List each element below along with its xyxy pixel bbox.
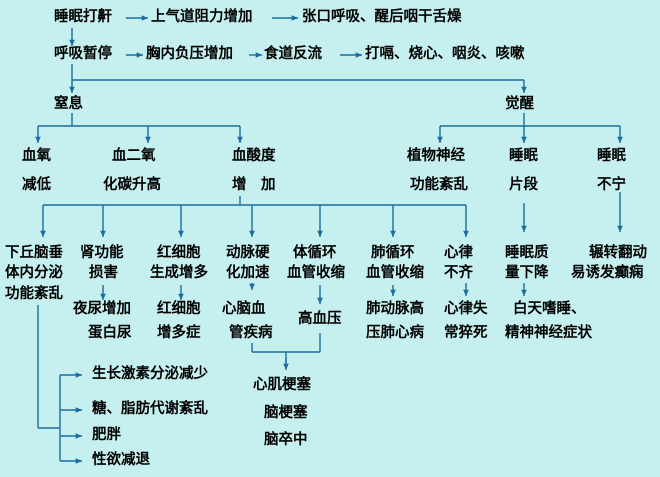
- node-restless-line2: 不宁: [597, 177, 626, 193]
- node-renal-line1: 肾功能: [80, 245, 124, 261]
- node-renal-line2: 损害: [89, 265, 118, 281]
- node-arterio-line2: 化加速: [226, 265, 270, 281]
- node-reflux-symptoms: 打嗝、烧心、咽炎、咳嗽: [365, 46, 525, 62]
- node-pulmonary-line2: 血管收缩: [366, 265, 424, 281]
- node-acid-line2: 增 加: [232, 177, 276, 193]
- node-systemic-line2: 血管收缩: [287, 265, 345, 281]
- node-corpulmonale-line1: 肺动脉高: [366, 301, 424, 317]
- node-airway-resistance: 上气道阻力增加: [151, 9, 253, 25]
- node-suddendeath-line2: 常猝死: [444, 325, 488, 341]
- node-hypothalamus-line3: 功能紊乱: [5, 286, 63, 302]
- node-mi: 心肌梗塞: [253, 377, 311, 393]
- node-quality-line2: 量下降: [505, 265, 549, 281]
- node-restless-line1: 睡眠: [597, 148, 626, 164]
- node-suddendeath-line1: 心律失: [444, 301, 488, 317]
- wire-hypothalamus-outcomes: [37, 305, 61, 461]
- node-arterio-line1: 动脉硬: [226, 245, 270, 261]
- node-brain-infarct: 脑梗塞: [264, 405, 308, 421]
- node-quality-line1: 睡眠质: [505, 245, 549, 261]
- node-acid-line1: 血酸度: [232, 148, 276, 164]
- node-snoring: 睡眠打鼾: [54, 9, 112, 25]
- node-sleepiness-line2: 精神神经症状: [505, 325, 592, 341]
- wire-merge: [251, 333, 321, 365]
- wire-apnea-split: [71, 64, 524, 81]
- node-tossing-line2: 易诱发癫痫: [571, 265, 644, 281]
- node-autonomic-line1: 植物神经: [407, 148, 465, 164]
- node-rbc-line1: 红细胞: [157, 245, 201, 261]
- node-reflux: 食道反流: [264, 46, 322, 62]
- node-libido: 性欲减退: [92, 452, 150, 468]
- node-mouth-breathing: 张口呼吸、醒后咽干舌燥: [302, 9, 462, 25]
- node-pulmonary-line1: 肺循环: [371, 245, 415, 261]
- node-apnea: 呼吸暂停: [54, 46, 112, 62]
- node-polycythemia-line2: 增多症: [157, 325, 201, 341]
- node-autonomic-line2: 功能紊乱: [410, 177, 468, 193]
- node-arousal: 觉醒: [505, 96, 534, 112]
- node-thoracic-pressure: 胸内负压增加: [146, 46, 233, 62]
- node-hypothalamus-line1: 下丘脑垂: [5, 245, 63, 261]
- node-hypoxia: 窒息: [54, 96, 83, 112]
- node-growth-hormone: 生长激素分泌减少: [92, 366, 208, 382]
- node-sleepiness-line1: 白天嗜睡、: [513, 301, 586, 317]
- node-nocturia-line2: 蛋白尿: [88, 325, 132, 341]
- wire-gas-to-bus: [43, 196, 466, 206]
- node-hypothalamus-line2: 体内分泌: [5, 265, 63, 281]
- node-systemic-line1: 体循环: [293, 245, 337, 261]
- node-tossing-line1: 辗转翻动: [589, 245, 647, 261]
- node-co2-line2: 化碳升高: [103, 177, 161, 193]
- node-cardiovascular-line1: 心脑血: [222, 301, 266, 317]
- node-metabolism: 糖、脂肪代谢紊乱: [92, 401, 208, 417]
- node-hypertension: 高血压: [298, 311, 342, 327]
- node-obesity: 肥胖: [92, 427, 121, 443]
- node-oxygen-line2: 减低: [22, 177, 51, 193]
- node-co2-line1: 血二氧: [112, 148, 156, 164]
- wire-hypoxia-branch: [38, 113, 240, 127]
- node-arrhythmia-line1: 心律: [444, 245, 473, 261]
- node-nocturia-line1: 夜尿增加: [73, 301, 131, 317]
- node-oxygen-line1: 血氧: [22, 148, 51, 164]
- node-corpulmonale-line2: 压肺心病: [366, 325, 424, 341]
- node-rbc-line2: 生成增多: [150, 265, 208, 281]
- node-polycythemia-line1: 红细胞: [157, 301, 201, 317]
- node-fragment-line2: 片段: [509, 177, 538, 193]
- node-arrhythmia-line2: 不齐: [444, 265, 473, 281]
- node-cardiovascular-line2: 管疾病: [229, 325, 273, 341]
- node-stroke: 脑卒中: [264, 432, 308, 448]
- node-fragment-line1: 睡眠: [509, 148, 538, 164]
- wire-arousal-branch: [440, 113, 620, 127]
